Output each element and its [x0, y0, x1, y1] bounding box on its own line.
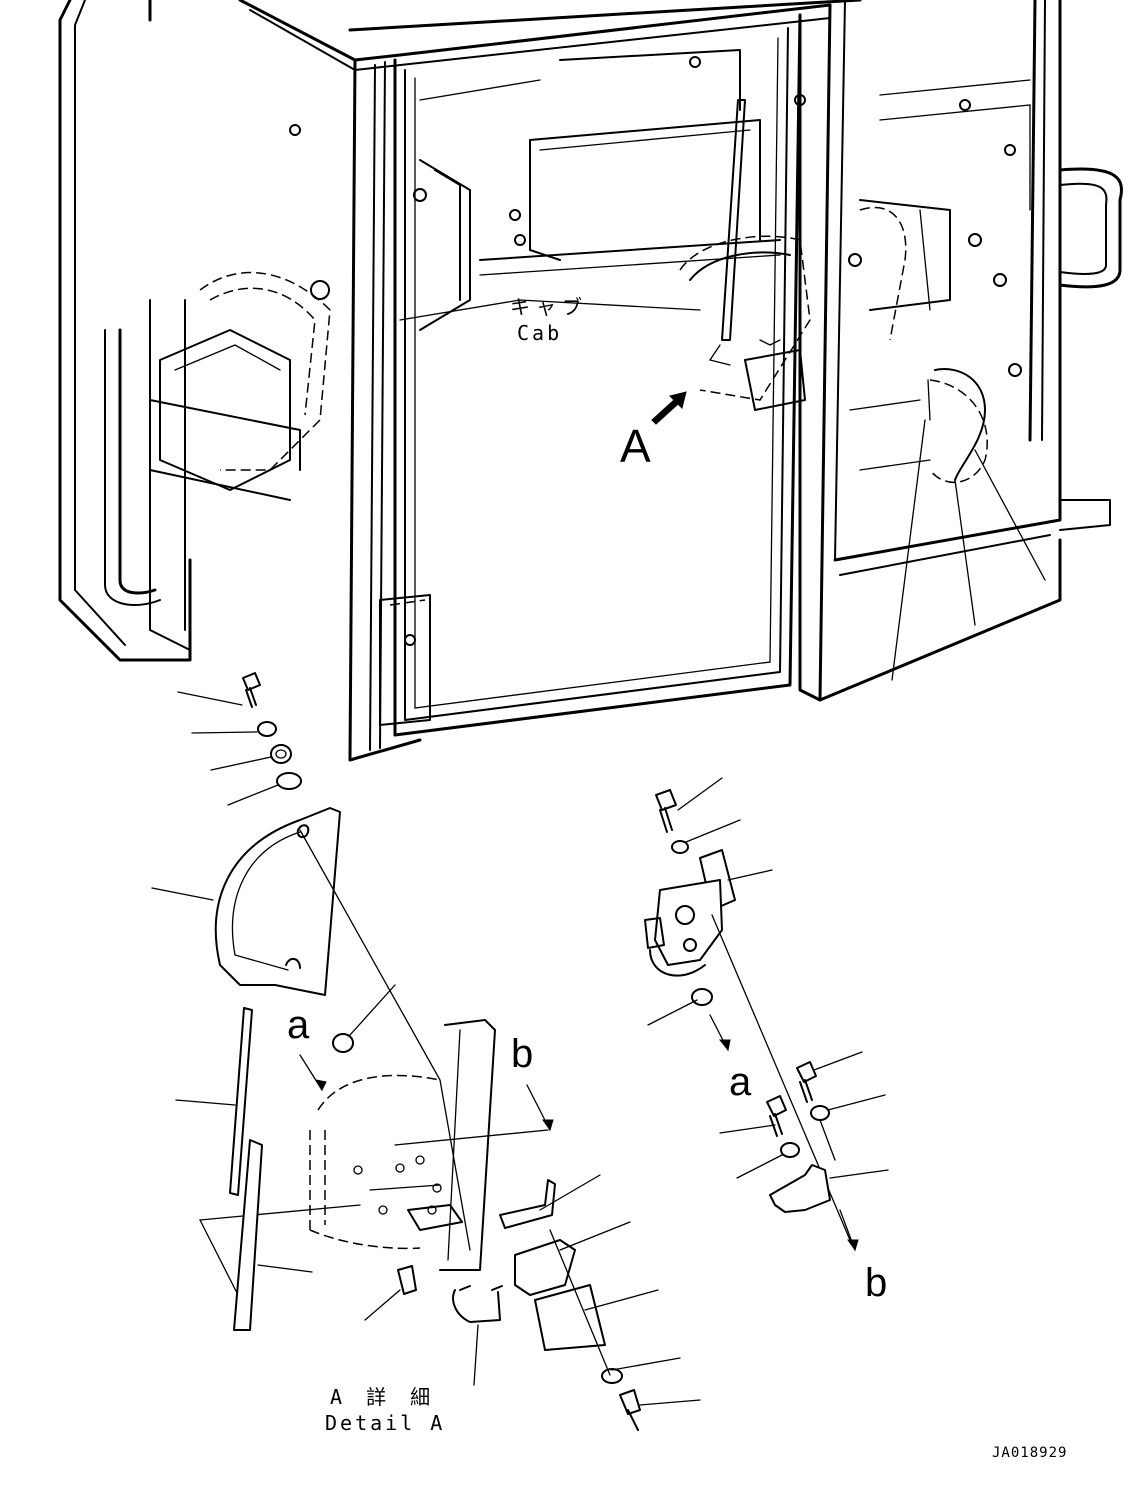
ref-a-left-label: a [287, 1003, 310, 1047]
cab-label-jp: キャブ [510, 295, 588, 319]
ref-b-top-label: b [511, 1032, 534, 1076]
ref-b-bottom-label: b [865, 1261, 888, 1305]
ref-a-right-label: a [729, 1060, 752, 1104]
cab-frame [58, 0, 1123, 762]
cab-label-en: Cab [517, 321, 563, 345]
detail-a [151, 672, 889, 1431]
view-arrow-label: A [620, 420, 651, 472]
detail-label-jp: A 詳 細 [330, 1385, 437, 1409]
drawing-code: JA018929 [992, 1445, 1068, 1461]
detail-label-en: Detail A [325, 1411, 446, 1435]
